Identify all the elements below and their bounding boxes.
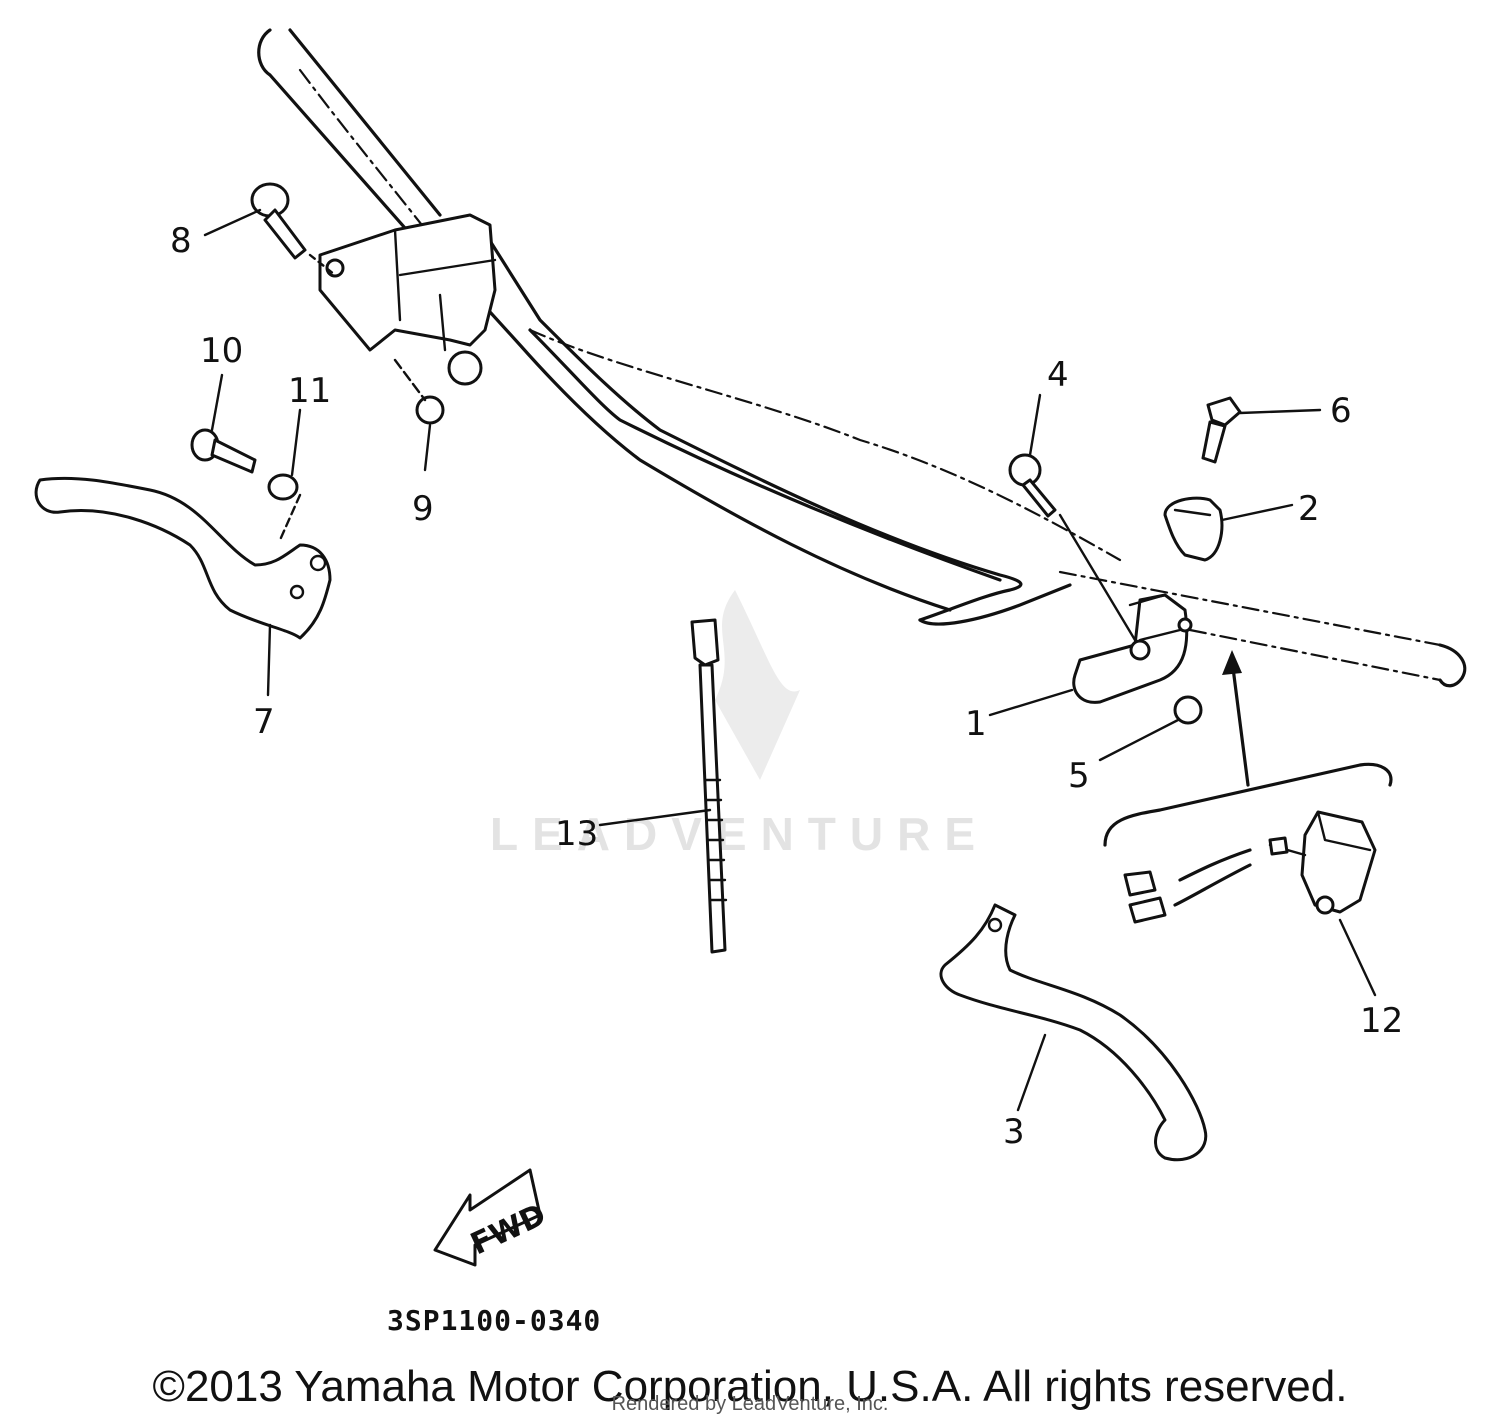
lever-holder-1 <box>1072 593 1193 704</box>
callout-6: 6 <box>1330 391 1352 431</box>
callout-5: 5 <box>1068 756 1090 796</box>
callout-9: 9 <box>412 489 434 529</box>
callout-3: 3 <box>1003 1112 1025 1152</box>
bolt-8 <box>250 182 337 277</box>
switch-assembly-12 <box>1103 650 1393 924</box>
copyright-notice: ©2013 Yamaha Motor Corporation, U.S.A. A… <box>152 1362 1348 1411</box>
callout-labels: 1 2 3 4 5 6 7 8 9 10 11 12 13 <box>170 221 1403 1152</box>
callout-2: 2 <box>1298 489 1320 529</box>
rendered-by-notice: Rendered by LeadVenture, Inc. <box>611 1393 889 1415</box>
clutch-lever-3 <box>939 903 1208 1162</box>
nut-9 <box>393 358 445 425</box>
callout-7: 7 <box>253 702 275 742</box>
callout-4: 4 <box>1047 355 1069 395</box>
callout-12: 12 <box>1360 1001 1403 1041</box>
callout-8: 8 <box>170 221 192 261</box>
bolt-4 <box>1008 453 1137 642</box>
watermark: LEADVENTURE <box>490 590 989 860</box>
bolt-6 <box>1201 396 1242 464</box>
brake-lever-7 <box>34 476 332 640</box>
cable-tie-13 <box>690 618 728 954</box>
diagram-part-number: 3SP1100-0340 <box>387 1304 601 1337</box>
clamp-2 <box>1163 496 1224 562</box>
handlebar <box>257 28 1467 688</box>
master-cylinder <box>318 213 497 386</box>
callout-1: 1 <box>965 704 987 744</box>
callout-10: 10 <box>200 331 243 371</box>
nut-5 <box>1173 695 1203 725</box>
nut-11 <box>267 473 302 542</box>
bolt-10 <box>190 428 257 474</box>
forward-direction-arrow: FWD <box>433 1168 551 1267</box>
leader-lines <box>203 208 1377 1112</box>
callout-11: 11 <box>288 371 331 411</box>
watermark-text: LEADVENTURE <box>490 808 989 860</box>
callout-13: 13 <box>555 814 598 854</box>
